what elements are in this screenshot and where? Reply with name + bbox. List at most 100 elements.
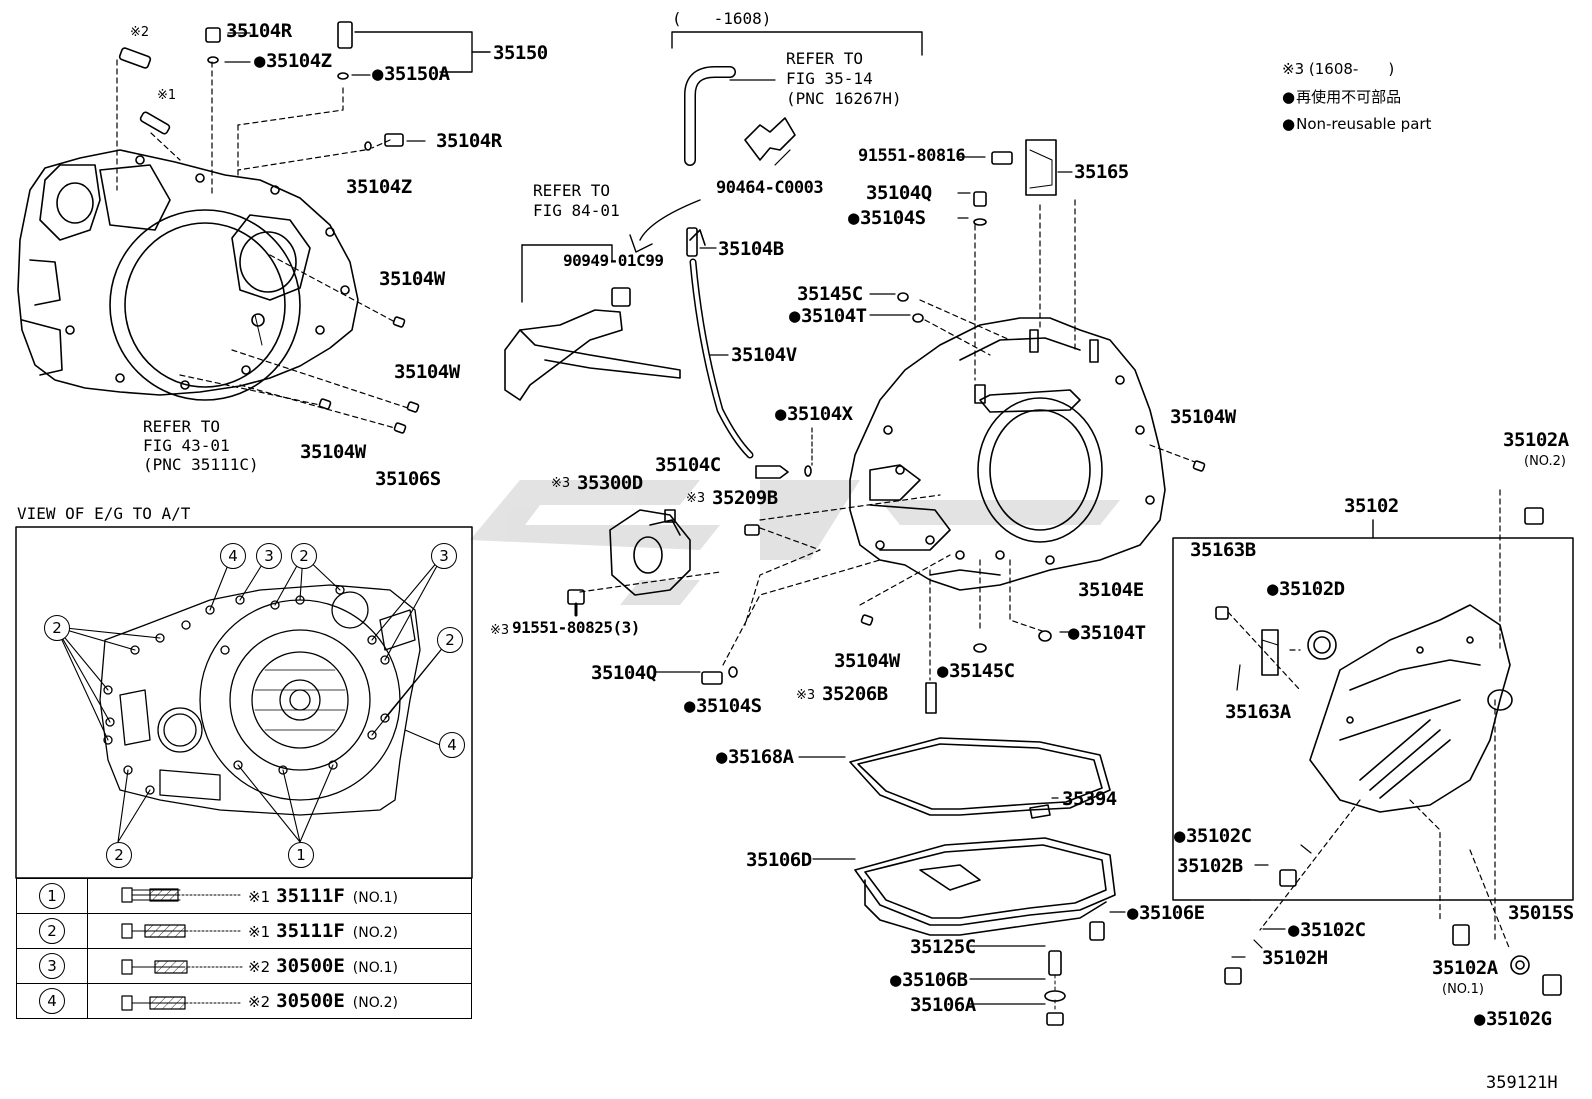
diagram-id: 359121H: [1486, 1073, 1558, 1093]
part-35104W-bottom[interactable]: 35104W: [834, 650, 900, 672]
mark-2-label: ※2: [130, 25, 150, 40]
view-title: VIEW OF E/G TO A/T: [17, 504, 191, 523]
part-35104W-2[interactable]: 35104W: [394, 361, 460, 383]
part-35104Q-bottom[interactable]: 35104Q: [591, 662, 657, 684]
part-35125C[interactable]: 35125C: [910, 936, 976, 958]
part-35102A-no1[interactable]: 35102A: [1432, 957, 1498, 979]
part-35206B[interactable]: 35206B: [822, 683, 888, 705]
part-35102C-outside[interactable]: 35102C: [1288, 921, 1366, 940]
view-callout-3-right: 3: [431, 543, 457, 569]
part-35104C[interactable]: 35104C: [655, 454, 721, 476]
bolt-row-variant: (NO.1): [352, 890, 398, 906]
part-91551-80825[interactable]: 91551-80825(3): [512, 618, 640, 637]
view-callout-4-right: 4: [439, 732, 465, 758]
part-35104X[interactable]: 35104X: [775, 405, 853, 424]
bolt-row-mark: ※1: [248, 923, 271, 941]
view-callout-2-top: 2: [291, 543, 317, 569]
part-35106D[interactable]: 35106D: [746, 849, 812, 871]
part-35102[interactable]: 35102: [1344, 495, 1399, 517]
bolt-row-variant: (NO.1): [352, 960, 398, 976]
part-35145C-bottom[interactable]: 35145C: [937, 662, 1015, 681]
ref-fig35-line2[interactable]: FIG 35-14: [786, 69, 873, 88]
bolt-row-part-number[interactable]: 35111F: [276, 920, 345, 942]
part-35102G[interactable]: 35102G: [1474, 1010, 1552, 1029]
part-35102D[interactable]: 35102D: [1267, 580, 1345, 599]
part-35104W-right[interactable]: 35104W: [1170, 406, 1236, 428]
part-35163A[interactable]: 35163A: [1225, 701, 1291, 723]
bolt-row-mark: ※1: [248, 888, 271, 906]
mark-1-label: ※1: [157, 88, 177, 103]
part-35102A-no2[interactable]: 35102A: [1503, 429, 1569, 451]
part-35394[interactable]: 35394: [1062, 788, 1117, 810]
ref-fig84-line2[interactable]: FIG 84-01: [533, 201, 620, 220]
part-35106A[interactable]: 35106A: [910, 994, 976, 1016]
bolt-row[interactable]: 4 ※2 30500E (NO.2): [16, 983, 472, 1019]
part-35106E[interactable]: 35106E: [1127, 904, 1205, 923]
part-35104Z-top[interactable]: 35104Z: [254, 52, 332, 71]
mark-3-91551: ※3: [490, 623, 510, 638]
part-35104E[interactable]: 35104E: [1078, 579, 1144, 601]
view-callout-2-bottom: 2: [106, 842, 132, 868]
part-35104W-1[interactable]: 35104W: [379, 268, 445, 290]
transaxle-case-drawing: [849, 317, 1166, 591]
part-35015S[interactable]: 35015S: [1508, 902, 1574, 924]
part-35104Q-top[interactable]: 35104Q: [866, 182, 932, 204]
converter-housing-drawing: [17, 149, 359, 401]
bolt-row-variant: (NO.2): [352, 995, 398, 1011]
bolt-row-part-number[interactable]: 35111F: [276, 885, 345, 907]
part-35168A[interactable]: 35168A: [716, 748, 794, 767]
period-bracket-label: ( -1608): [672, 9, 772, 28]
part-35104S-bottom[interactable]: 35104S: [684, 697, 762, 716]
part-35104S-top[interactable]: 35104S: [848, 209, 926, 228]
variant-no2: (NO.2): [1524, 454, 1566, 469]
legend-non-reusable-jp: 再使用不可部品: [1282, 90, 1401, 105]
part-35145C-top[interactable]: 35145C: [797, 283, 863, 305]
part-35104T-bottom[interactable]: 35104T: [1068, 624, 1146, 643]
part-35104V[interactable]: 35104V: [731, 344, 797, 366]
mark-3-35209B: ※3: [686, 491, 706, 506]
part-91551-80816[interactable]: 91551-80816: [858, 146, 966, 166]
bolt-row-part-number[interactable]: 30500E: [276, 990, 345, 1012]
ref-fig43-line3: (PNC 35111C): [143, 455, 259, 474]
engine-to-transaxle-view-drawing: [99, 584, 421, 816]
mark-3-35300D: ※3: [551, 476, 571, 491]
part-35102B[interactable]: 35102B: [1177, 855, 1243, 877]
bolt-row-mark: ※2: [248, 993, 271, 1011]
mark-3-35206B: ※3: [796, 688, 816, 703]
watermark-logo: [470, 480, 1120, 605]
part-35104W-3[interactable]: 35104W: [300, 441, 366, 463]
view-callout-2-right: 2: [437, 627, 463, 653]
part-35104B[interactable]: 35104B: [718, 238, 784, 260]
part-35104R-mid[interactable]: 35104R: [436, 130, 502, 152]
part-35150[interactable]: 35150: [493, 42, 548, 64]
bolt-row-number: 4: [39, 988, 65, 1014]
part-35163B[interactable]: 35163B: [1190, 539, 1256, 561]
transfer-case-drawing: [1309, 604, 1513, 813]
part-35104R-top[interactable]: 35104R: [226, 20, 292, 42]
ref-fig43-line2[interactable]: FIG 43-01: [143, 436, 230, 455]
ref-fig84-line1: REFER TO: [533, 181, 611, 200]
part-35165[interactable]: 35165: [1074, 161, 1129, 183]
part-35106B[interactable]: 35106B: [890, 971, 968, 990]
part-90464-C0003[interactable]: 90464-C0003: [716, 178, 824, 198]
part-35104T-top[interactable]: 35104T: [789, 307, 867, 326]
part-90949-01C99[interactable]: 90949-01C99: [563, 251, 664, 270]
part-35300D[interactable]: 35300D: [577, 472, 643, 494]
view-callout-4-top: 4: [220, 543, 246, 569]
ref-fig35-line3: (PNC 16267H): [786, 89, 902, 108]
part-35102C-in-box[interactable]: 35102C: [1174, 827, 1252, 846]
ref-fig43-line1: REFER TO: [143, 417, 221, 436]
part-35102H[interactable]: 35102H: [1262, 947, 1328, 969]
legend-note-3: ※3 (1608- ): [1282, 60, 1395, 78]
part-35104Z-mid[interactable]: 35104Z: [346, 176, 412, 198]
bolt-row-part-number[interactable]: 30500E: [276, 955, 345, 977]
part-35209B[interactable]: 35209B: [712, 487, 778, 509]
part-35150A[interactable]: 35150A: [372, 65, 450, 84]
ref-fig35-line1: REFER TO: [786, 49, 864, 68]
part-35106S[interactable]: 35106S: [375, 468, 441, 490]
